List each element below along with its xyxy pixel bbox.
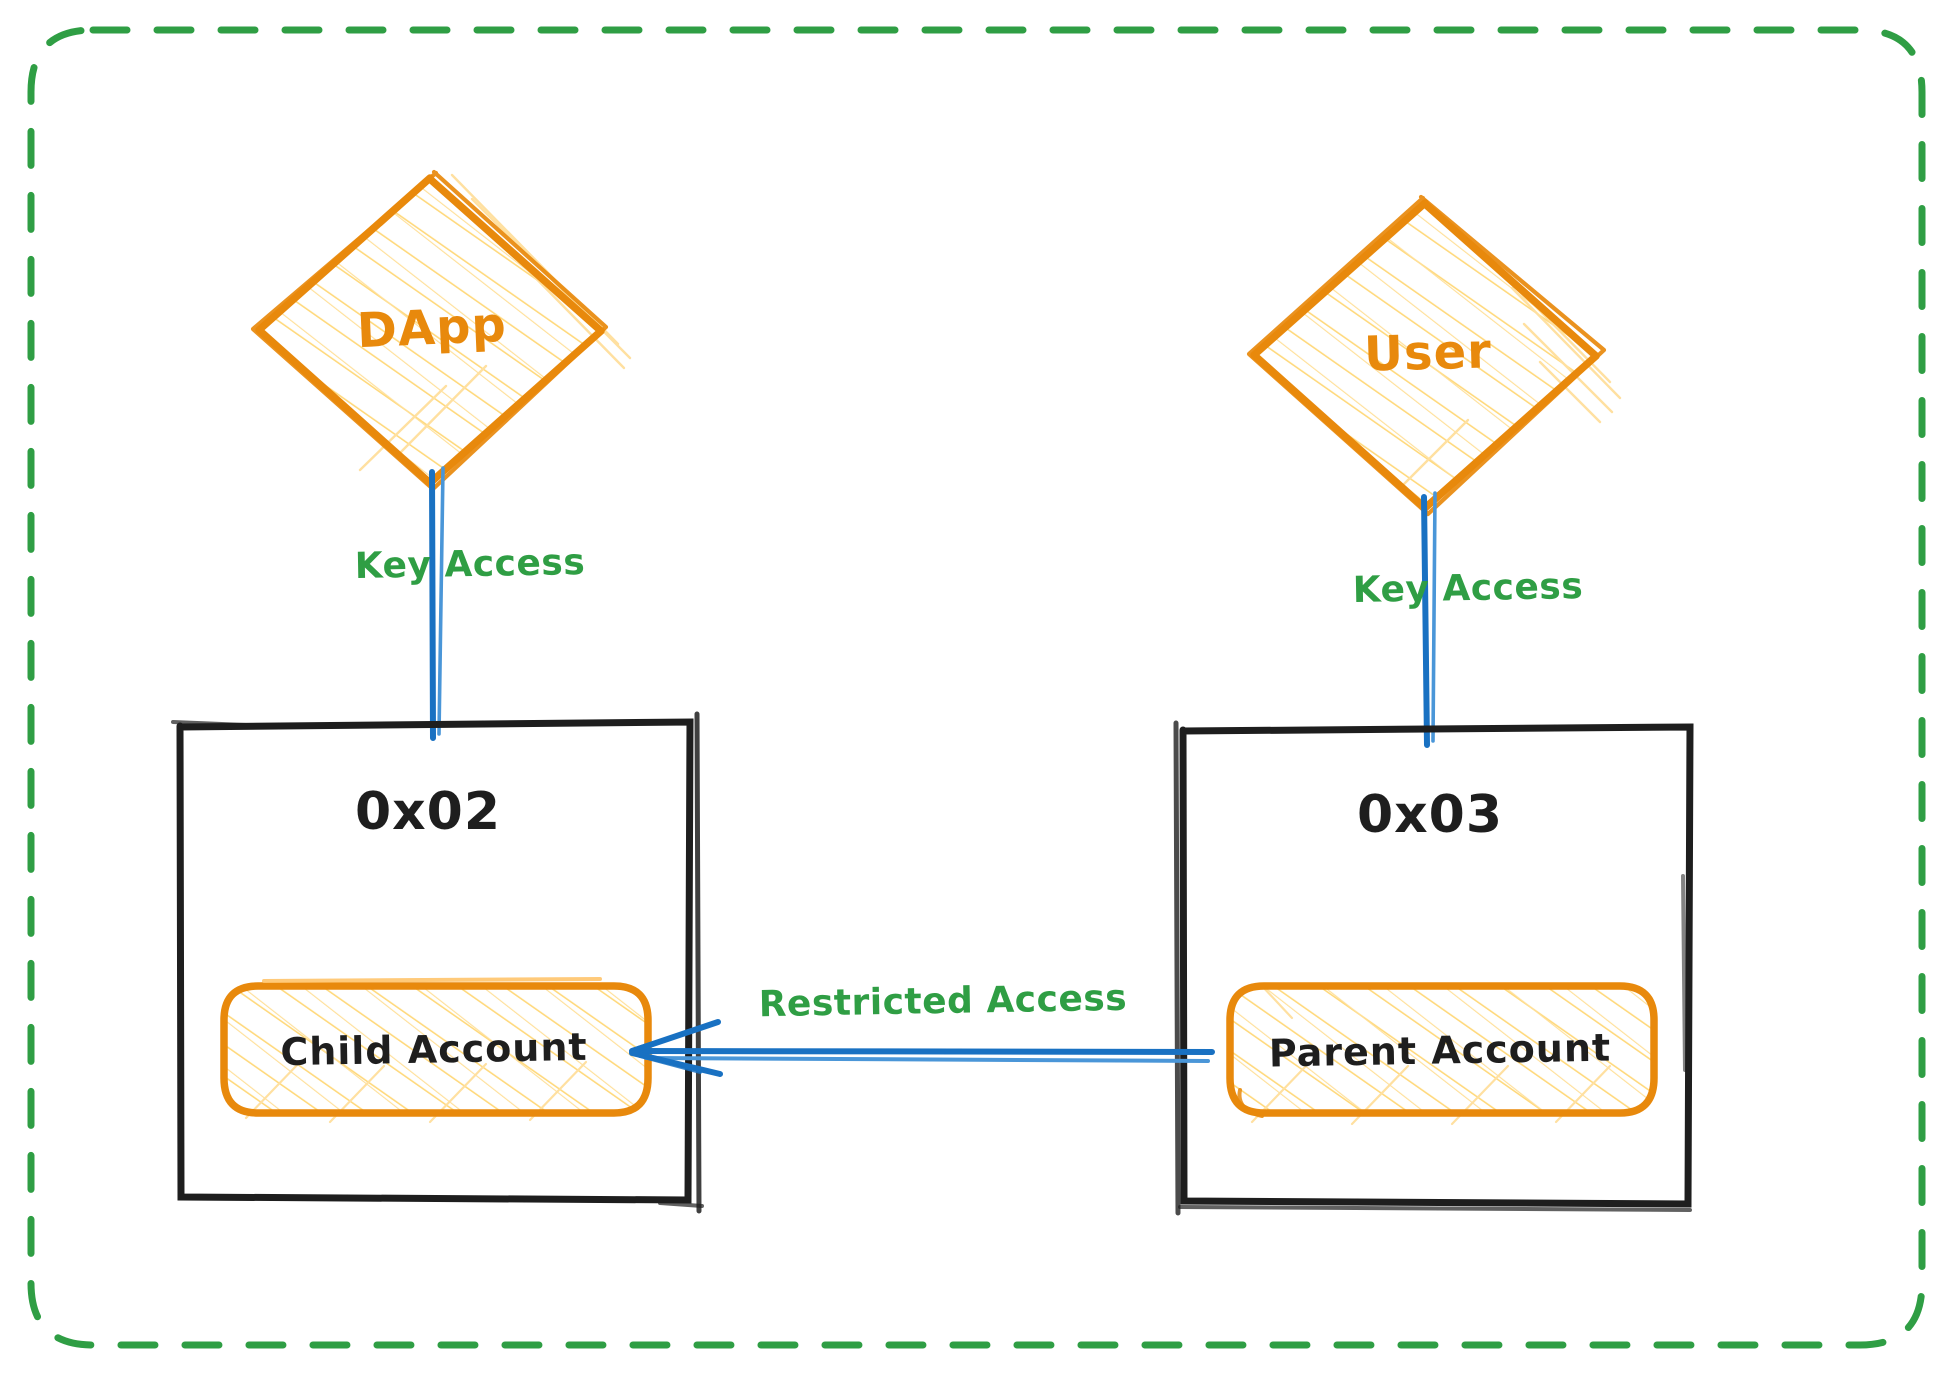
box-0x02-outline-2	[694, 711, 702, 1214]
edge-dapp-to-box[interactable]	[429, 466, 445, 741]
box-0x02-outline	[176, 718, 694, 1204]
parent-account-hatch-fill-2	[1230, 985, 1654, 1113]
box-0x03-label: 0x03	[1357, 785, 1503, 845]
outer-boundary	[27, 26, 1926, 1349]
edge-label-key-access-right: Key Access	[1352, 566, 1583, 611]
user-outline-2	[1246, 194, 1607, 517]
child-account-outline	[220, 982, 652, 1117]
parent-account-outline	[1226, 982, 1658, 1117]
box-0x03-bottom-touchup	[1178, 1205, 1692, 1212]
edge-user-line-a	[1421, 494, 1430, 748]
edge-user-line-b	[1431, 491, 1437, 743]
parent-account-label: Parent Account	[1268, 1026, 1611, 1076]
box-0x03-outline	[1179, 723, 1694, 1208]
node-user[interactable]: User	[1246, 194, 1622, 517]
edge-label-restricted-access: Restricted Access	[758, 978, 1127, 1025]
node-dapp[interactable]: DApp	[250, 169, 632, 492]
box-0x03-outline-2	[1173, 720, 1181, 1216]
edge-dapp-line-b	[437, 466, 445, 736]
user-label: User	[1363, 323, 1492, 382]
restricted-access-line-b	[644, 1056, 1210, 1063]
child-account-label: Child Account	[280, 1025, 588, 1074]
dapp-label: DApp	[356, 297, 508, 359]
edge-label-key-access-left: Key Access	[354, 542, 585, 587]
box-0x02-corner-stub-tl	[171, 720, 248, 727]
box-0x02-corner-stub-br	[658, 1201, 704, 1208]
node-box-0x03[interactable]: 0x03	[1173, 720, 1694, 1216]
restricted-access-arrowhead-lower-2	[638, 1054, 702, 1074]
edge-parent-to-child[interactable]	[629, 1019, 1215, 1077]
edge-dapp-line-a	[429, 469, 436, 741]
restricted-access-line-a	[637, 1048, 1215, 1055]
box-0x02-label: 0x02	[355, 782, 501, 842]
child-account-hatch-fill-2	[224, 985, 648, 1113]
node-child-account[interactable]: Child Account	[220, 977, 652, 1124]
node-box-0x02[interactable]: 0x02	[171, 711, 704, 1214]
child-account-outline-2	[262, 977, 602, 983]
parent-account-outline-2	[1237, 1088, 1264, 1118]
node-parent-account[interactable]: Parent Account	[1226, 982, 1658, 1126]
edge-user-to-box[interactable]	[1421, 491, 1437, 748]
box-0x03-edge-touchup	[1681, 874, 1687, 1072]
restricted-access-arrowhead-upper-2	[636, 1024, 708, 1050]
